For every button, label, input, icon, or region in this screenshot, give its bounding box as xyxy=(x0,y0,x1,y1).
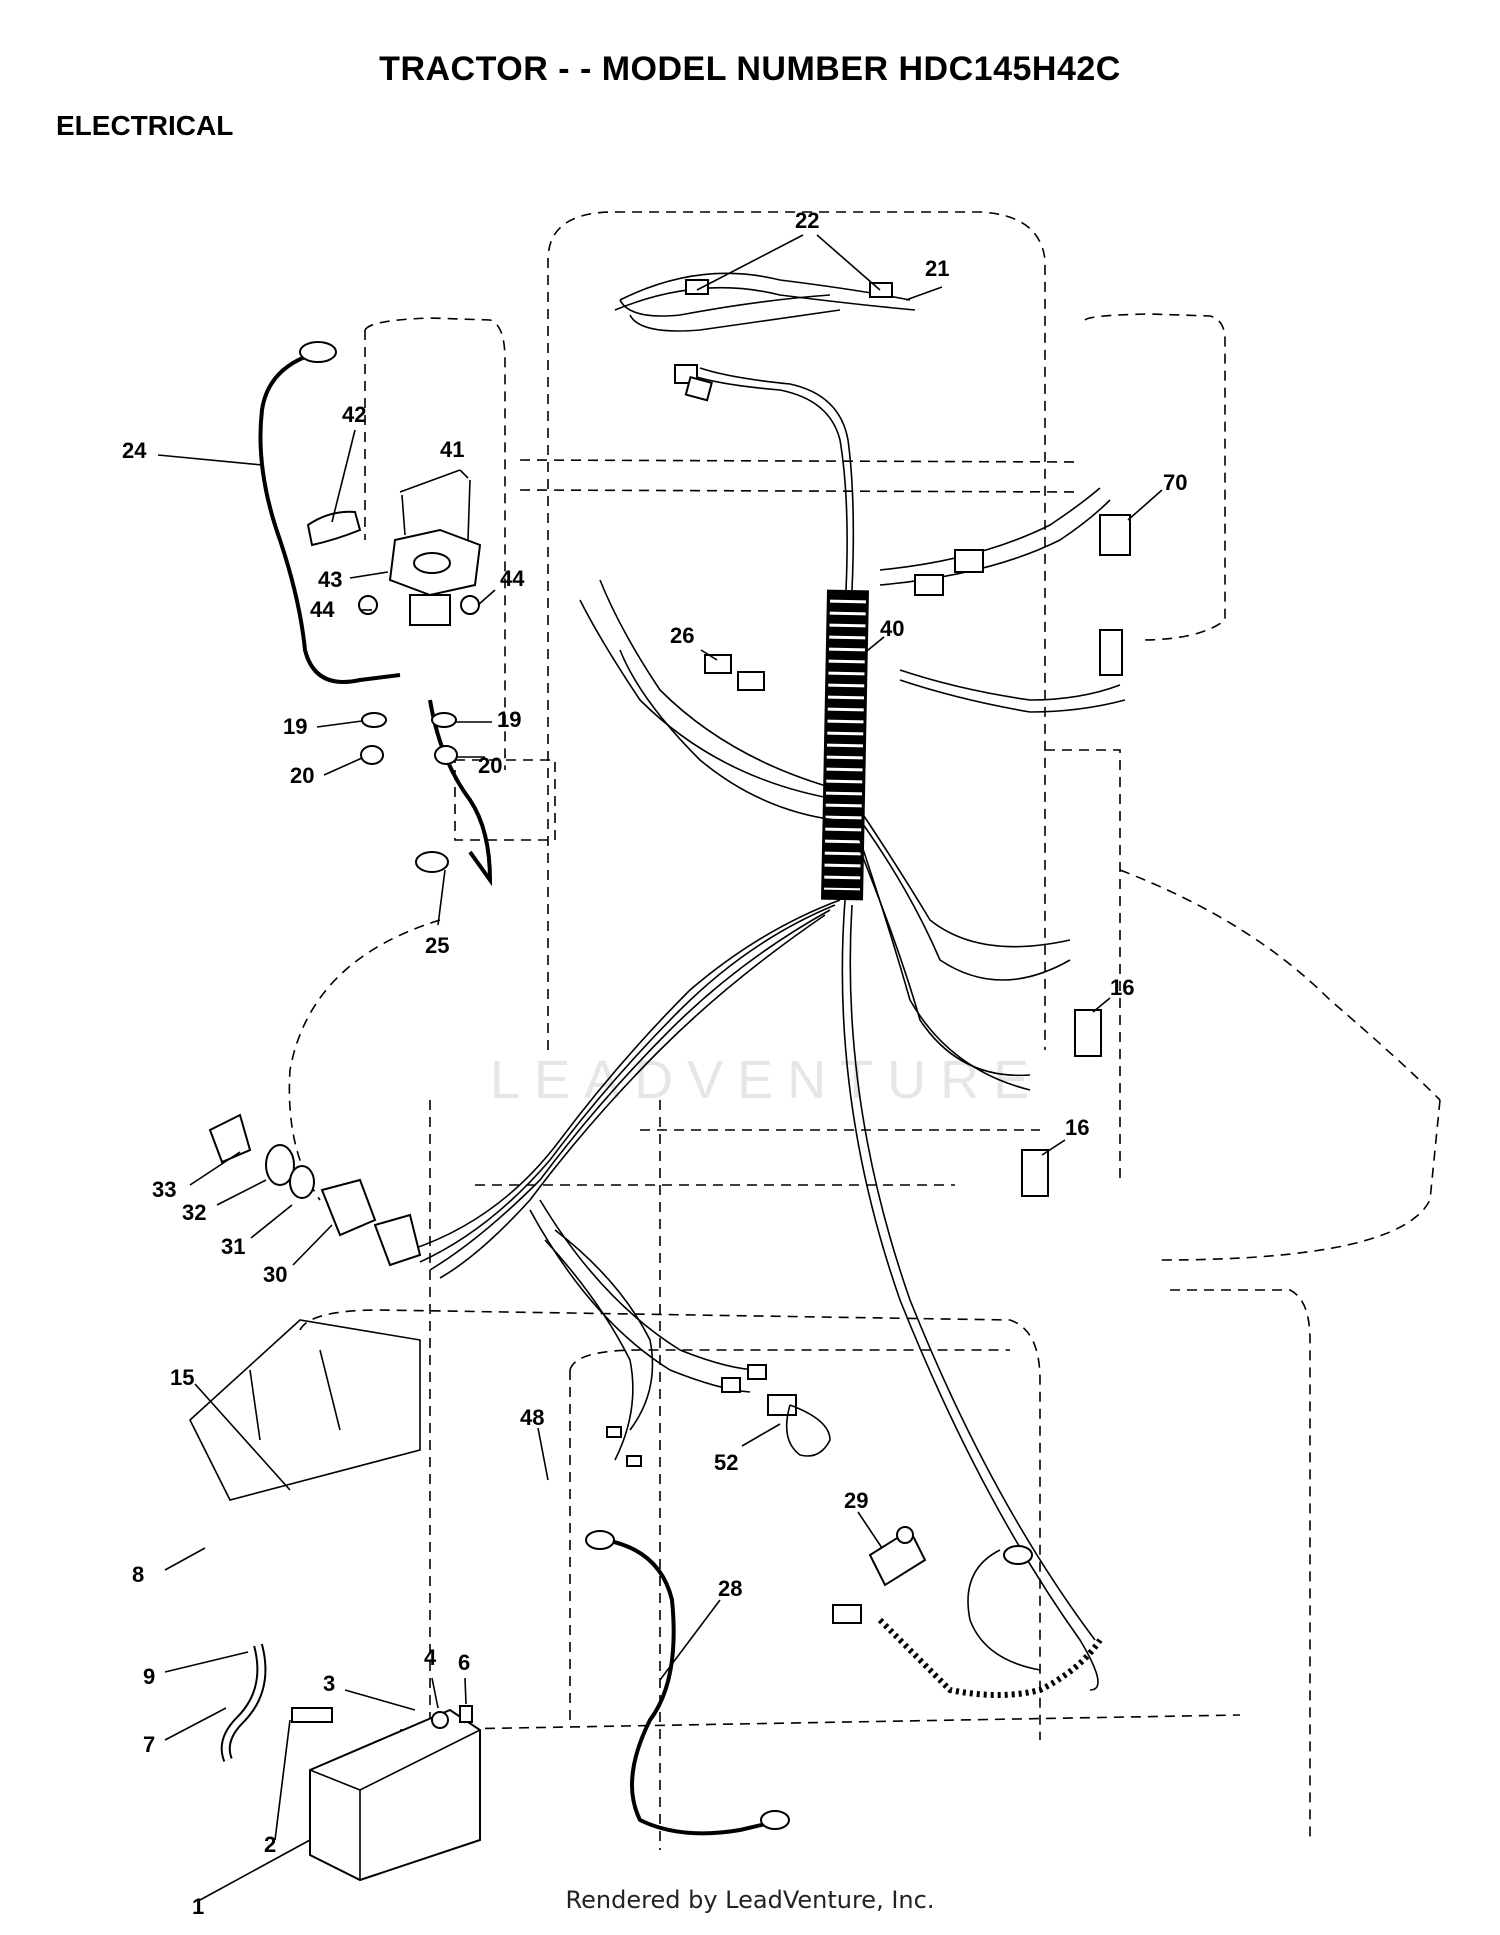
footer-credit: Rendered by LeadVenture, Inc. xyxy=(565,1886,935,1914)
battery xyxy=(309,1708,481,1882)
bolt-part xyxy=(291,1707,333,1723)
callout-16b: 16 xyxy=(1065,1115,1089,1140)
callout-6: 6 xyxy=(458,1650,470,1675)
ring-terminal-28b xyxy=(760,1810,790,1830)
callout-41: 41 xyxy=(440,437,464,462)
ring-terminal-28a xyxy=(585,1530,615,1550)
starter-cable xyxy=(428,699,493,887)
callout-7: 7 xyxy=(143,1732,155,1757)
lamp-harness xyxy=(614,272,916,311)
callout-1: 1 xyxy=(192,1894,204,1919)
callout-25: 25 xyxy=(425,933,449,958)
callout-43: 43 xyxy=(318,567,342,592)
callout-15: 15 xyxy=(170,1365,194,1390)
connectors xyxy=(606,364,1131,1467)
conduit xyxy=(821,589,869,901)
solenoid xyxy=(358,479,482,626)
callout-20b: 20 xyxy=(478,753,502,778)
callout-20a: 20 xyxy=(290,763,314,788)
callout-24: 24 xyxy=(122,438,147,463)
wire-loop xyxy=(967,1549,1041,1671)
nut-part xyxy=(459,1705,473,1723)
callout-labels: 22 21 24 42 41 43 44 44 19 19 20 20 25 2… xyxy=(122,208,1187,1919)
ring-terminal-25 xyxy=(415,851,449,873)
callout-32: 32 xyxy=(182,1200,206,1225)
callout-3: 3 xyxy=(323,1671,335,1696)
callout-21: 21 xyxy=(925,256,949,281)
callout-40: 40 xyxy=(880,616,904,641)
callout-9: 9 xyxy=(143,1664,155,1689)
section-heading: ELECTRICAL xyxy=(56,110,234,141)
callout-22: 22 xyxy=(795,208,819,233)
tractor-outline xyxy=(288,211,1441,1850)
callout-52: 52 xyxy=(714,1450,738,1475)
ring-terminal xyxy=(299,341,337,363)
callout-31: 31 xyxy=(221,1234,245,1259)
callout-70: 70 xyxy=(1163,470,1187,495)
callout-48: 48 xyxy=(520,1405,544,1430)
callout-4: 4 xyxy=(424,1645,437,1670)
callout-28: 28 xyxy=(718,1576,742,1601)
ground-cable xyxy=(258,353,401,684)
ground-cable-28 xyxy=(604,1538,771,1836)
callout-16a: 16 xyxy=(1110,975,1134,1000)
ring-terminal-29 xyxy=(1003,1545,1033,1565)
page-title: TRACTOR - - MODEL NUMBER HDC145H42C xyxy=(379,50,1121,88)
coiled-wire xyxy=(877,1617,1103,1698)
ignition-switch xyxy=(208,1113,422,1267)
washers xyxy=(360,712,458,765)
callout-19b: 19 xyxy=(497,707,521,732)
callout-44b: 44 xyxy=(310,597,335,622)
callout-42: 42 xyxy=(342,402,366,427)
battery-bracket xyxy=(189,1319,421,1501)
callout-8: 8 xyxy=(132,1562,144,1587)
callout-33: 33 xyxy=(152,1177,176,1202)
harness-wires xyxy=(409,294,1126,1691)
callout-30: 30 xyxy=(263,1262,287,1287)
callout-19a: 19 xyxy=(283,714,307,739)
leader-lines xyxy=(157,234,1163,1901)
module-29 xyxy=(832,1526,927,1624)
callout-2: 2 xyxy=(264,1832,276,1857)
loop-52 xyxy=(785,1404,831,1457)
callout-26: 26 xyxy=(670,623,694,648)
watermark-text: LEADVENTURE xyxy=(490,1050,1043,1110)
callout-29: 29 xyxy=(844,1488,868,1513)
callout-44a: 44 xyxy=(500,566,525,591)
terminal-boot xyxy=(306,510,362,547)
